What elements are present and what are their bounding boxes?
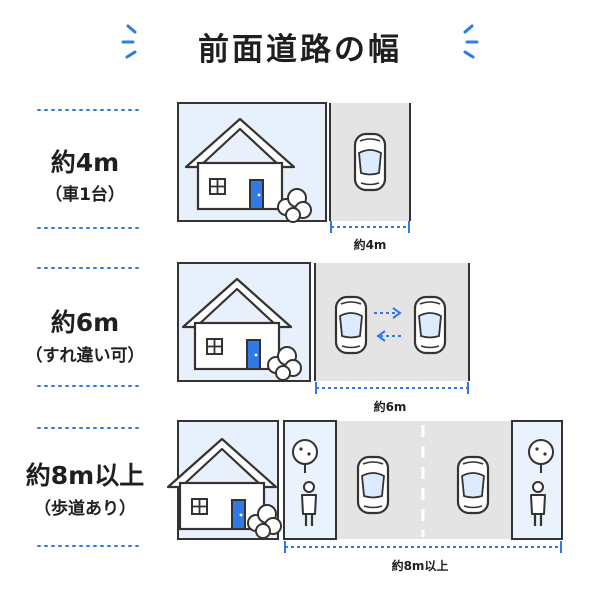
title-spark-right-icon (463, 24, 479, 59)
row1-scene (177, 102, 411, 233)
row1-dimension-label: 約4m (353, 238, 387, 252)
row1-note: （車1台） (45, 185, 125, 205)
row-separators (37, 109, 143, 547)
row2-dimension-line (315, 382, 469, 394)
row3-dimension-line (284, 541, 562, 553)
sidewalk-left (283, 420, 337, 540)
car-icon (356, 455, 390, 515)
row2-width-label: 約6m (50, 308, 120, 337)
row3-note: （歩道あり） (34, 499, 136, 519)
arrow-right-icon (374, 307, 402, 319)
title-spark-left-icon (121, 24, 137, 59)
car-icon (456, 455, 490, 515)
row3-dimension-label: 約8m以上 (391, 559, 449, 573)
page-title: 前面道路の幅 (198, 32, 402, 68)
car-icon (353, 132, 387, 192)
row1-dimension-line (330, 221, 410, 233)
car-icon (413, 295, 447, 355)
row3-width-label: 約8m以上 (25, 461, 145, 490)
row3-scene (166, 420, 563, 553)
row2-scene (177, 262, 470, 394)
row2-note: （すれ違い可） (25, 346, 145, 366)
row2-dimension-label: 約6m (373, 400, 407, 414)
car-icon (334, 295, 368, 355)
arrow-left-icon (376, 330, 404, 342)
row1-width-label: 約4m (50, 148, 120, 177)
sidewalk-right (511, 420, 563, 540)
